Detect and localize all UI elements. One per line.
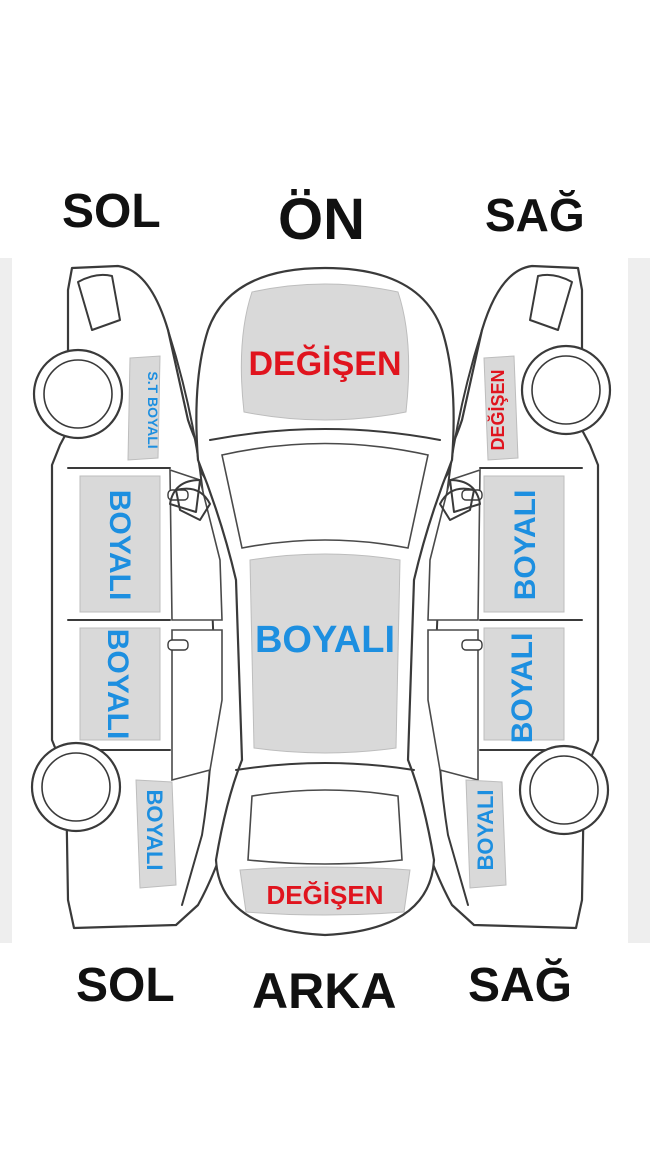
trunk-status-label: DEĞİŞEN xyxy=(266,880,383,910)
status-labels: DEĞİŞEN BOYALI DEĞİŞEN S.T BOYALI BOYALI… xyxy=(101,345,542,910)
left-front-fender-status-label: S.T BOYALI xyxy=(145,371,161,448)
right-front-fender-status-label: DEĞİŞEN xyxy=(487,369,508,450)
right-side-view xyxy=(400,264,612,930)
trunk-panel xyxy=(239,866,411,916)
roof-panel xyxy=(249,553,401,754)
right-front-door-panel xyxy=(483,475,565,613)
right-rear-door-status-label: BOYALI xyxy=(506,633,539,744)
heading-front: ÖN xyxy=(278,187,365,252)
left-front-door-panel xyxy=(79,475,161,613)
roof-status-label: BOYALI xyxy=(255,619,395,661)
top-view xyxy=(169,266,481,937)
right-rear-door-panel xyxy=(483,627,565,741)
right-rear-fender-panel xyxy=(465,779,507,889)
left-rear-door-status-label: BOYALI xyxy=(101,629,134,740)
left-front-fender-panel xyxy=(127,355,161,461)
heading-right-bottom: SAĞ xyxy=(468,959,573,1012)
heading-left-top: SOL xyxy=(62,185,161,238)
left-front-door-status-label: BOYALI xyxy=(103,490,136,601)
left-rear-fender-panel xyxy=(135,779,177,889)
heading-rear: ARKA xyxy=(252,963,397,1019)
hood-panel xyxy=(240,283,410,421)
heading-right-top: SAĞ xyxy=(485,189,585,241)
hood-status-label: DEĞİŞEN xyxy=(248,345,401,383)
right-rear-fender-status-label: BOYALI xyxy=(473,789,498,870)
heading-left-bottom: SOL xyxy=(76,959,175,1012)
left-rear-door-panel xyxy=(79,627,161,741)
right-front-door-status-label: BOYALI xyxy=(509,490,542,601)
right-front-fender-panel xyxy=(483,355,519,461)
left-rear-fender-status-label: BOYALI xyxy=(142,789,167,870)
